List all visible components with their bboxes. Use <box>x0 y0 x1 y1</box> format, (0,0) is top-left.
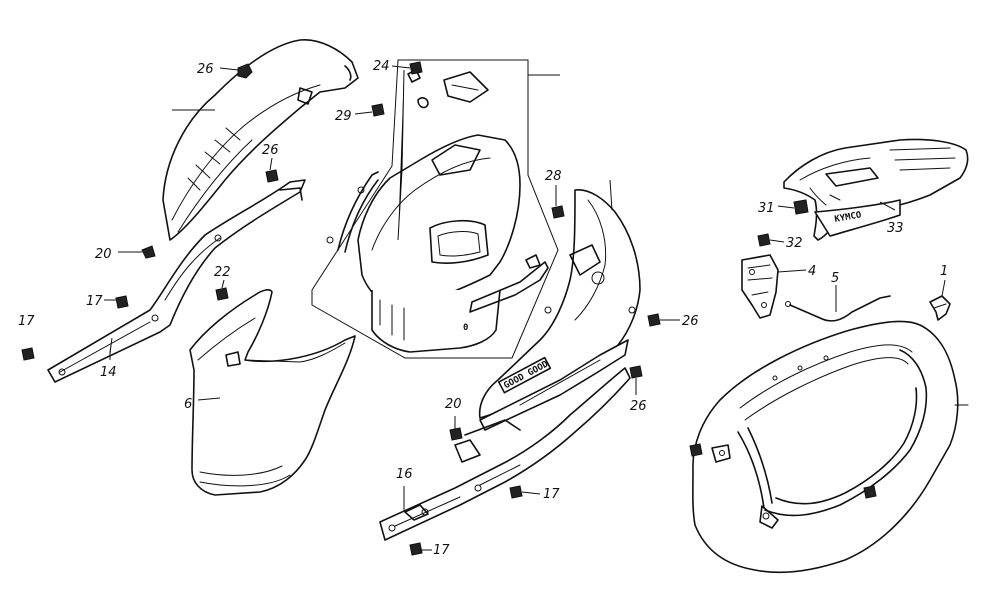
right-side-cover: GOOD GOOD <box>478 189 641 431</box>
label-4: 4 <box>808 264 816 279</box>
label-5: 5 <box>831 271 839 286</box>
label-14: 14 <box>100 365 117 380</box>
helmet-box-assembly: 0 <box>311 59 560 359</box>
label-16: 16 <box>396 467 413 482</box>
front-upper-cover <box>162 39 359 241</box>
label-17: 17 <box>86 294 103 309</box>
label-17: 17 <box>433 543 450 558</box>
front-inner-cover <box>189 289 356 496</box>
label-26: 26 <box>197 62 214 77</box>
label-28: 28 <box>545 169 562 184</box>
label-32: 29 <box>335 109 352 124</box>
rear-carrier: KYMCO <box>783 138 969 241</box>
label-26: 26 <box>262 143 279 158</box>
label-17: 17 <box>543 487 560 502</box>
bracket <box>741 254 779 319</box>
label-31: 32 <box>786 236 803 251</box>
part-labels: 26 26 20 22 17 17 14 6 24 29 28 26 26 20… <box>18 59 948 558</box>
fasteners <box>21 61 877 556</box>
label-20: 20 <box>445 397 462 412</box>
cable <box>785 295 891 322</box>
label-26: 26 <box>682 314 699 329</box>
label-22: 22 <box>214 265 231 280</box>
label-20: 20 <box>95 247 112 262</box>
left-side-rail <box>47 179 306 383</box>
label-33: 33 <box>887 221 904 236</box>
label-6: 6 <box>184 397 192 412</box>
leader-lines <box>104 65 946 551</box>
lower-side-rail <box>379 367 631 541</box>
clip <box>929 295 951 321</box>
label-26: 26 <box>630 399 647 414</box>
label-29: 31 <box>758 201 775 216</box>
label-1: 1 <box>940 264 948 279</box>
body-cover <box>692 320 969 574</box>
svg-text:0: 0 <box>463 323 468 333</box>
label-24: 24 <box>373 59 390 74</box>
label-17: 17 <box>18 314 35 329</box>
svg-text:KYMCO: KYMCO <box>834 210 863 225</box>
